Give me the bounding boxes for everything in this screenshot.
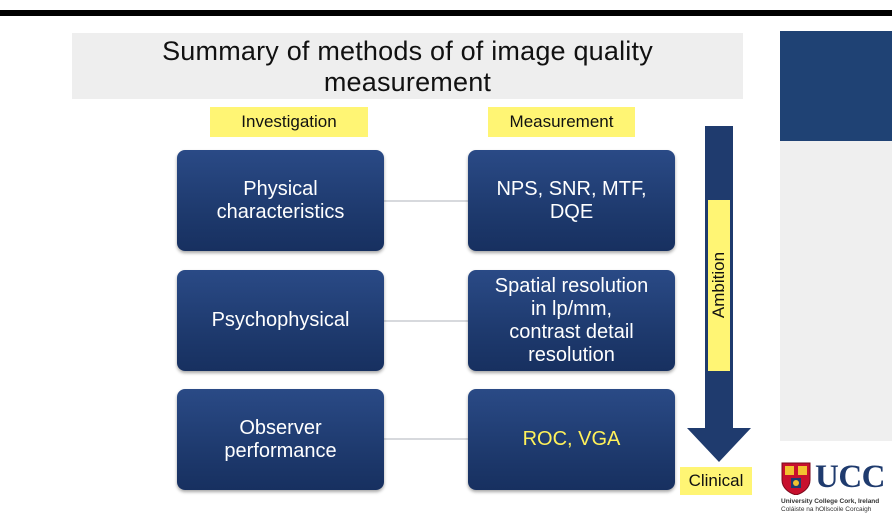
measurement-header: Measurement xyxy=(488,107,635,137)
side-panel-blue xyxy=(780,31,892,141)
side-panel-gray xyxy=(780,141,892,441)
connector-row-3 xyxy=(383,438,468,440)
investigation-header: Investigation xyxy=(210,107,368,137)
measurement-box-spatial: Spatial resolution in lp/mm, contrast de… xyxy=(468,270,675,371)
top-rule xyxy=(0,10,892,16)
logo-line-1: University College Cork, Ireland xyxy=(781,498,880,505)
title-line-2: measurement xyxy=(323,67,492,97)
slide-title: Summary of methods of of image quality m… xyxy=(72,33,743,99)
clinical-label: Clinical xyxy=(680,467,752,495)
connector-row-2 xyxy=(383,320,468,322)
investigation-box-observer: Observer performance xyxy=(177,389,384,490)
logo-line-2: Coláiste na hOllscoile Corcaigh xyxy=(781,506,872,513)
investigation-label: Physical characteristics xyxy=(216,177,345,223)
investigation-label: Psychophysical xyxy=(211,309,350,331)
ucc-logo: UCC University College Cork, Ireland Col… xyxy=(781,459,892,514)
crest-icon xyxy=(781,462,811,495)
measurement-box-nps: NPS, SNR, MTF, DQE xyxy=(468,150,675,251)
connector-row-1 xyxy=(383,200,468,202)
investigation-label: Observer performance xyxy=(224,416,337,462)
measurement-label: ROC, VGA xyxy=(522,428,621,450)
investigation-box-psychophysical: Psychophysical xyxy=(177,270,384,371)
title-line-1: Summary of methods of of image quality xyxy=(162,36,653,66)
ambition-label: Ambition xyxy=(709,251,728,319)
investigation-box-physical: Physical characteristics xyxy=(177,150,384,251)
measurement-box-roc: ROC, VGA xyxy=(468,389,675,490)
ambition-highlight xyxy=(708,200,730,371)
measurement-label: Spatial resolution in lp/mm, contrast de… xyxy=(494,274,649,366)
ucc-wordmark: UCC xyxy=(815,459,886,495)
arrow-down-icon xyxy=(687,428,751,462)
measurement-label: NPS, SNR, MTF, DQE xyxy=(496,177,647,223)
